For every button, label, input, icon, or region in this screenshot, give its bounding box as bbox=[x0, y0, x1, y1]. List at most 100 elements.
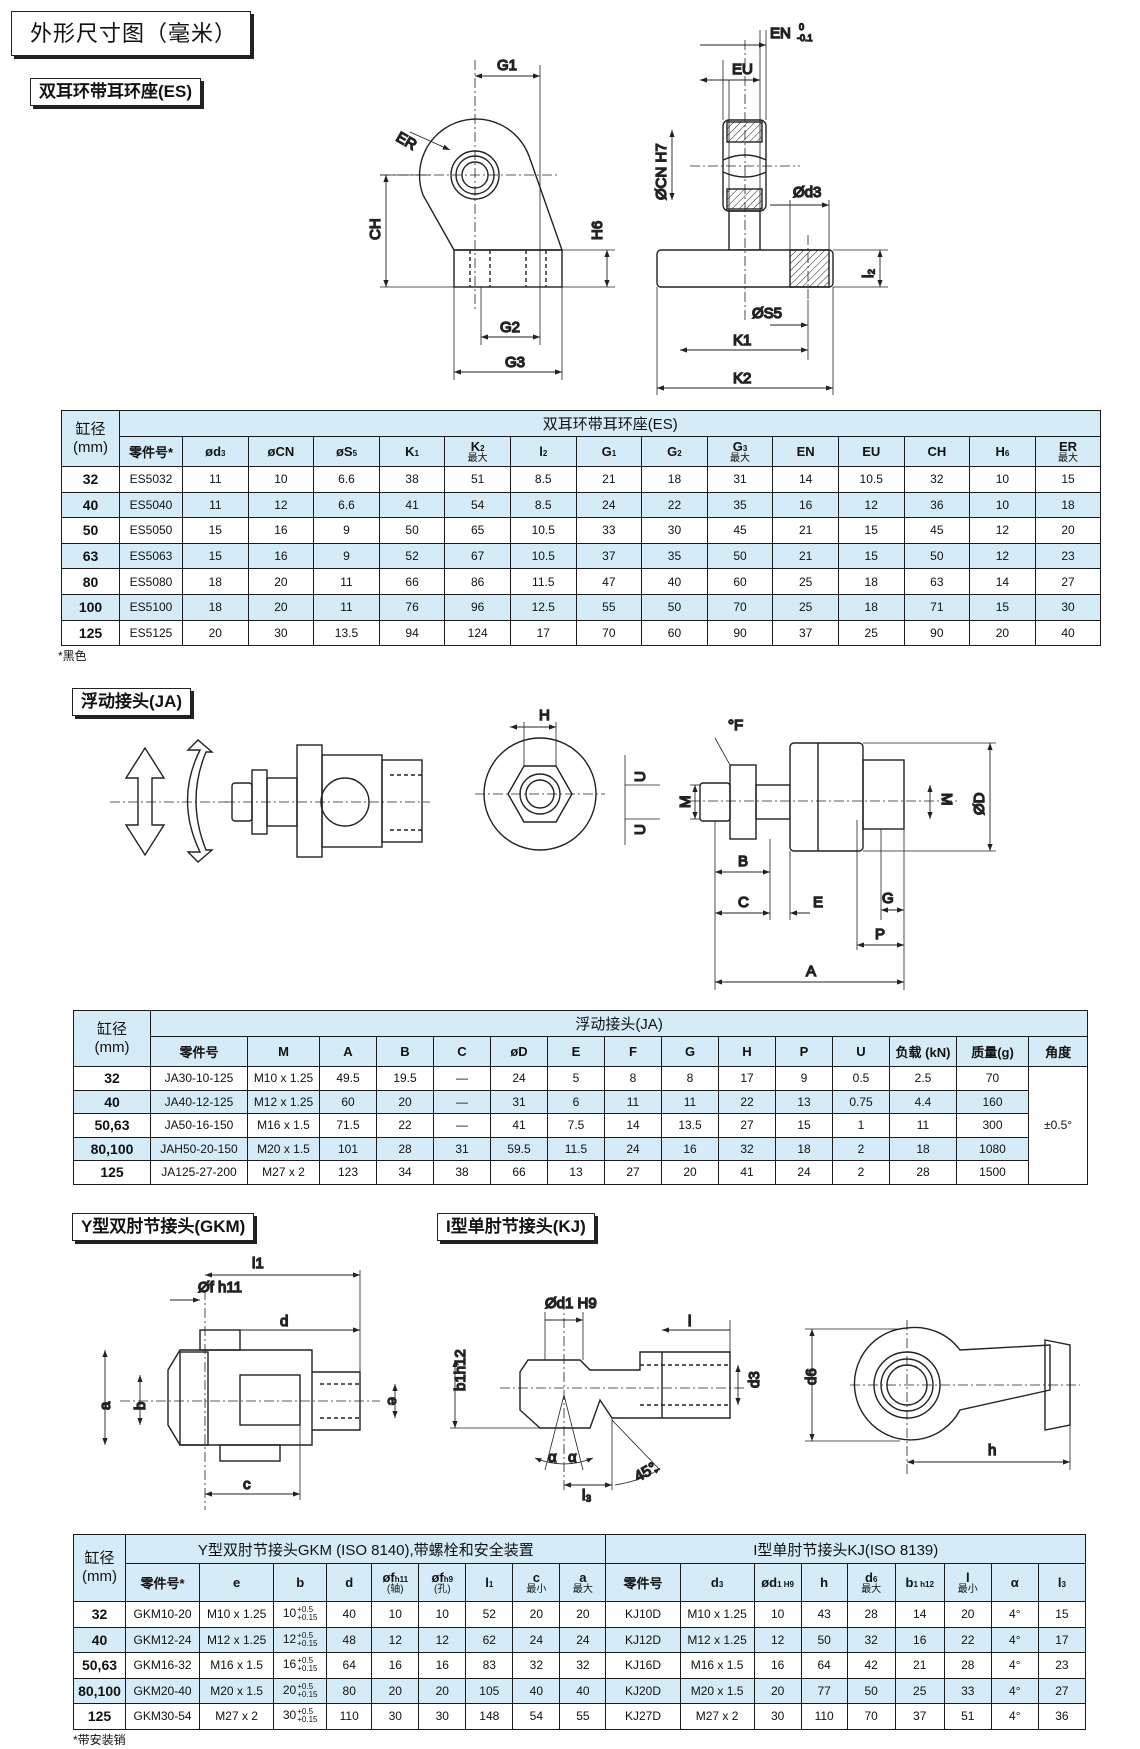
kj-label-h: h bbox=[988, 1442, 996, 1459]
value-cell: 17 bbox=[1037, 1626, 1087, 1653]
value-cell: 11 bbox=[182, 466, 249, 493]
bore-cell: 80 bbox=[61, 568, 120, 595]
value-cell: 24 bbox=[490, 1066, 548, 1091]
column-header: d3 bbox=[679, 1563, 755, 1602]
value-cell: 12 bbox=[753, 1626, 802, 1653]
column-header: øD bbox=[490, 1036, 548, 1067]
value-cell: M12 x 1.25 bbox=[679, 1626, 755, 1653]
bore-cell: 125 bbox=[73, 1160, 151, 1185]
value-cell: 32 bbox=[903, 466, 971, 493]
value-cell: 7.5 bbox=[547, 1113, 605, 1138]
value-cell: 9 bbox=[775, 1066, 833, 1091]
value-cell: 11 bbox=[604, 1089, 662, 1114]
value-cell: 18 bbox=[837, 593, 905, 621]
value-cell: 18 bbox=[837, 568, 905, 595]
value-cell: 71 bbox=[903, 593, 971, 621]
column-header: ød3 bbox=[182, 436, 249, 467]
value-cell: 45 bbox=[706, 517, 774, 544]
value-cell: 101 bbox=[319, 1136, 377, 1161]
value-cell: 80 bbox=[326, 1677, 373, 1704]
column-header: øS5 bbox=[313, 436, 380, 467]
value-cell: 16+0.5+0.15 bbox=[273, 1652, 328, 1679]
header-main: G bbox=[667, 444, 678, 459]
column-header: K1 bbox=[378, 436, 446, 467]
value-cell: 27 bbox=[604, 1160, 662, 1185]
bore-header: 缸径(mm) bbox=[73, 1010, 151, 1067]
ja-label-m-left: M bbox=[677, 796, 694, 809]
header-main: EU bbox=[862, 444, 881, 459]
value-cell: 20 bbox=[943, 1601, 992, 1628]
value-cell: — bbox=[433, 1066, 491, 1091]
value-cell: 18 bbox=[182, 568, 249, 595]
value-cell: 50 bbox=[903, 542, 971, 570]
value-cell: 11.5 bbox=[509, 568, 577, 595]
value-cell: 64 bbox=[326, 1652, 373, 1679]
value-cell: ES5080 bbox=[119, 568, 183, 595]
header-subscript: 3 bbox=[718, 1580, 724, 1589]
tolerance-base: 20 bbox=[282, 1682, 297, 1697]
value-cell: 12 bbox=[418, 1626, 467, 1653]
value-cell: 37 bbox=[575, 542, 643, 570]
kj-label-d1: Ød1 H9 bbox=[545, 1295, 597, 1312]
header-main: l bbox=[965, 1570, 970, 1585]
value-cell: 4° bbox=[990, 1652, 1039, 1679]
value-cell: 33 bbox=[943, 1677, 992, 1704]
ja-label-p: P bbox=[875, 926, 885, 943]
value-cell: 24 bbox=[559, 1626, 607, 1653]
section-label-gkm: Y型双肘节接头(GKM) bbox=[72, 1213, 255, 1241]
tolerance: +0.5+0.15 bbox=[297, 1682, 317, 1699]
kj-label-d3: d3 bbox=[746, 1371, 763, 1388]
header-note: 最大 bbox=[572, 1584, 593, 1595]
header-main: B bbox=[400, 1044, 410, 1059]
header-note: 最大 bbox=[467, 453, 488, 464]
value-cell: 22 bbox=[718, 1089, 776, 1114]
column-header: G2 bbox=[641, 436, 708, 467]
value-cell: 11 bbox=[889, 1113, 957, 1138]
column-header: C bbox=[433, 1036, 491, 1067]
header-main: øCN bbox=[267, 444, 295, 459]
value-cell: 28 bbox=[943, 1652, 992, 1679]
header-main: h bbox=[820, 1575, 829, 1590]
header-note: 最小 bbox=[957, 1584, 978, 1595]
header-main: l bbox=[539, 444, 543, 459]
value-cell: 16 bbox=[418, 1652, 467, 1679]
value-cell: 18 bbox=[641, 466, 708, 493]
column-header: EU bbox=[837, 436, 905, 467]
value-cell: 54 bbox=[512, 1703, 561, 1730]
kj-label-b1: b1h12 bbox=[452, 1349, 469, 1391]
ja-label-h: H bbox=[539, 707, 550, 724]
value-cell: 32 bbox=[718, 1136, 776, 1161]
header-main: d bbox=[345, 1575, 354, 1590]
value-cell: 86 bbox=[444, 568, 511, 595]
value-cell: 90 bbox=[903, 619, 971, 647]
value-cell: 20 bbox=[969, 619, 1036, 647]
column-header: A bbox=[319, 1036, 377, 1067]
header-main: øf bbox=[431, 1570, 444, 1585]
value-cell: 23 bbox=[1034, 542, 1102, 570]
value-cell: 34 bbox=[376, 1160, 434, 1185]
value-cell: 25 bbox=[894, 1677, 945, 1704]
value-cell: JA50-16-150 bbox=[150, 1113, 248, 1138]
value-cell: 24 bbox=[604, 1136, 662, 1161]
bore-header: 缸径(mm) bbox=[61, 410, 120, 467]
value-cell: 300 bbox=[956, 1113, 1029, 1138]
header-main: H bbox=[995, 444, 1005, 459]
value-cell: JAH50-20-150 bbox=[150, 1136, 248, 1161]
value-cell: 30 bbox=[418, 1703, 467, 1730]
value-cell: 21 bbox=[772, 517, 839, 544]
value-cell: 8 bbox=[604, 1066, 662, 1091]
value-cell: — bbox=[433, 1113, 491, 1138]
value-cell: 11 bbox=[182, 491, 249, 519]
value-cell: M27 x 2 bbox=[679, 1703, 755, 1730]
tolerance-upper: +0.5 bbox=[297, 1605, 314, 1615]
header-main: 质量(g) bbox=[971, 1045, 1014, 1060]
column-header: 零件号* bbox=[125, 1563, 201, 1602]
column-header: d bbox=[326, 1563, 373, 1602]
group-header: 双耳环带耳环座(ES) bbox=[118, 410, 1102, 437]
header-main: EN bbox=[796, 444, 815, 459]
value-cell: 49.5 bbox=[319, 1066, 377, 1091]
